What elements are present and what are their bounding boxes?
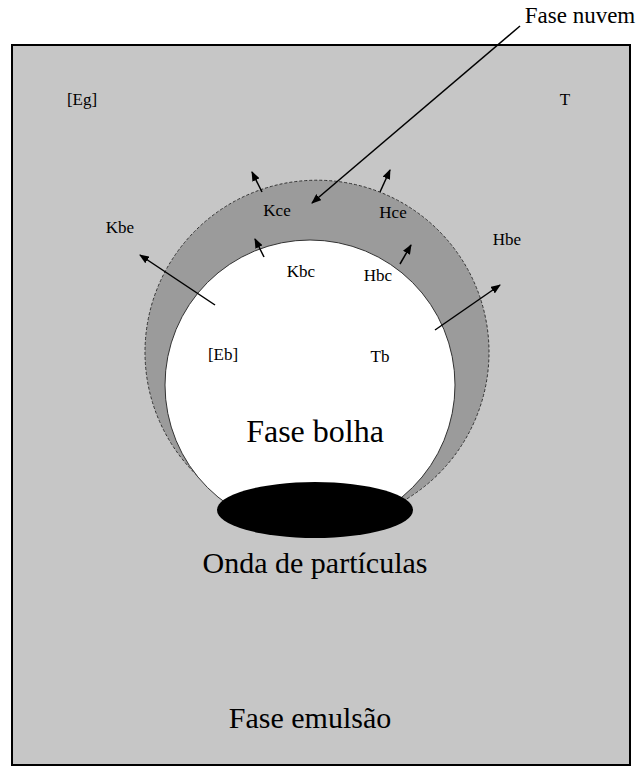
temperature-label: T	[560, 91, 570, 110]
flux-arrow	[252, 172, 262, 192]
coefficient-label: Hbe	[493, 231, 521, 250]
concentration-label: [Eb]	[208, 346, 238, 365]
coefficient-label: Hbc	[364, 267, 392, 286]
flux-arrow	[380, 170, 390, 192]
particle-wake: Onda de partículas	[217, 482, 413, 538]
coefficient-label: Kce	[263, 202, 290, 221]
phase-name: Onda de partículas	[203, 546, 428, 579]
flux-arrow	[255, 239, 264, 257]
coefficient-label: Kbe	[106, 219, 134, 238]
phase-name: Fase nuvem	[525, 3, 636, 28]
coefficient-label: Hce	[379, 204, 406, 223]
particle-wake-outline	[217, 482, 413, 538]
cloud-phase: Fase nuvem[Eb]TbFase bolha	[145, 180, 490, 500]
flux-arrow	[400, 245, 411, 264]
coefficient-label: Kbc	[287, 263, 315, 282]
concentration-label: [Eg]	[67, 91, 97, 110]
phase-name: Fase bolha	[246, 414, 384, 449]
flux-arrow	[140, 255, 215, 305]
flux-arrow	[435, 285, 500, 330]
emulsion-region: [Eg]TFase emulsãoFase nuvem[Eb]TbFase bo…	[12, 45, 630, 765]
callout-arrow	[312, 26, 520, 203]
temperature-label: Tb	[371, 348, 390, 367]
phase-name: Fase emulsão	[229, 701, 391, 734]
particle-wake-shape	[217, 482, 413, 538]
